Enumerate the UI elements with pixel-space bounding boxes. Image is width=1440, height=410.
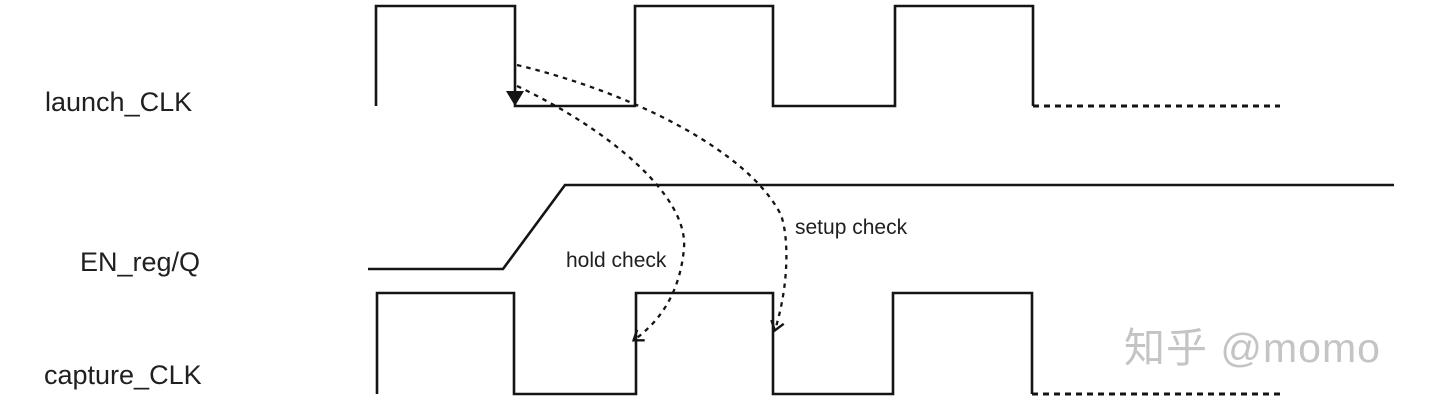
signal-label-capture-clk: capture_CLK [44, 360, 202, 390]
waveform-launch-clk [374, 4, 1035, 108]
signal-label-en-reg-q: EN_reg/Q [80, 247, 201, 277]
waveform-capture-clk [375, 291, 1034, 396]
watermark: 知乎 @momo [1124, 325, 1381, 371]
setup-check-label: setup check [795, 216, 908, 239]
hold-check-label: hold check [566, 249, 667, 272]
setup-check-curve [516, 63, 788, 333]
signal-label-launch-clk: launch_CLK [45, 87, 193, 117]
launch-edge-down-arrow-icon [506, 91, 524, 106]
waveform-en-reg-q [368, 183, 1394, 271]
hold-check-curve [516, 84, 686, 342]
